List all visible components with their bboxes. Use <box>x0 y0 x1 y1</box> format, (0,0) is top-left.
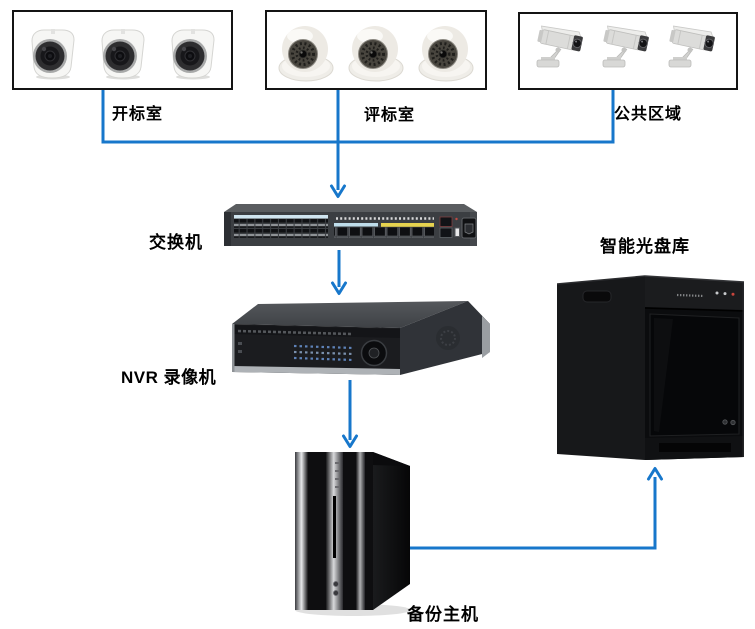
camera-group-label-public-area: 公共区域 <box>614 106 683 123</box>
optical-disc-library-device <box>557 275 745 460</box>
arrowhead-to-disc <box>647 467 663 481</box>
disc-library-door <box>649 313 740 437</box>
backup-host-tower <box>295 452 411 616</box>
turret-camera-icon <box>100 29 145 80</box>
nvr-label: NVR 录像机 <box>121 368 217 387</box>
bullet-camera-icon <box>668 25 715 68</box>
camera-group-box-public-area <box>518 12 738 90</box>
camera-group-box-bid-opening <box>12 10 233 90</box>
turret-camera-icon <box>30 29 75 80</box>
camera-group-label-bid-evaluation: 评标室 <box>364 107 416 124</box>
bullet-camera-icon <box>602 25 649 68</box>
nvr-recorder-device <box>232 301 490 375</box>
disc-library-side <box>557 276 645 460</box>
turret-camera-icon <box>170 29 215 80</box>
side-vent <box>436 326 460 350</box>
disc-library-label: 智能光盘库 <box>600 237 690 256</box>
camera-group-box-bid-evaluation <box>265 10 487 90</box>
backup-host-label: 备份主机 <box>407 605 479 624</box>
switch-label: 交换机 <box>149 233 203 252</box>
dome-camera-icon <box>348 26 404 82</box>
dome-camera-icon <box>278 26 334 82</box>
rj45-port-row <box>234 229 328 238</box>
bullet-camera-icon <box>536 25 583 68</box>
dome-camera-icon <box>418 26 474 82</box>
power-button <box>333 580 340 587</box>
sfp-port-row <box>334 227 434 238</box>
rj45-port-row <box>234 219 328 228</box>
arrowhead-to-switch <box>330 184 346 198</box>
camera-group-label-bid-opening: 开标室 <box>112 106 164 123</box>
arrowhead-to-nvr <box>331 281 347 295</box>
connector-backup-to-disc <box>408 477 657 550</box>
network-switch-device <box>224 204 477 246</box>
